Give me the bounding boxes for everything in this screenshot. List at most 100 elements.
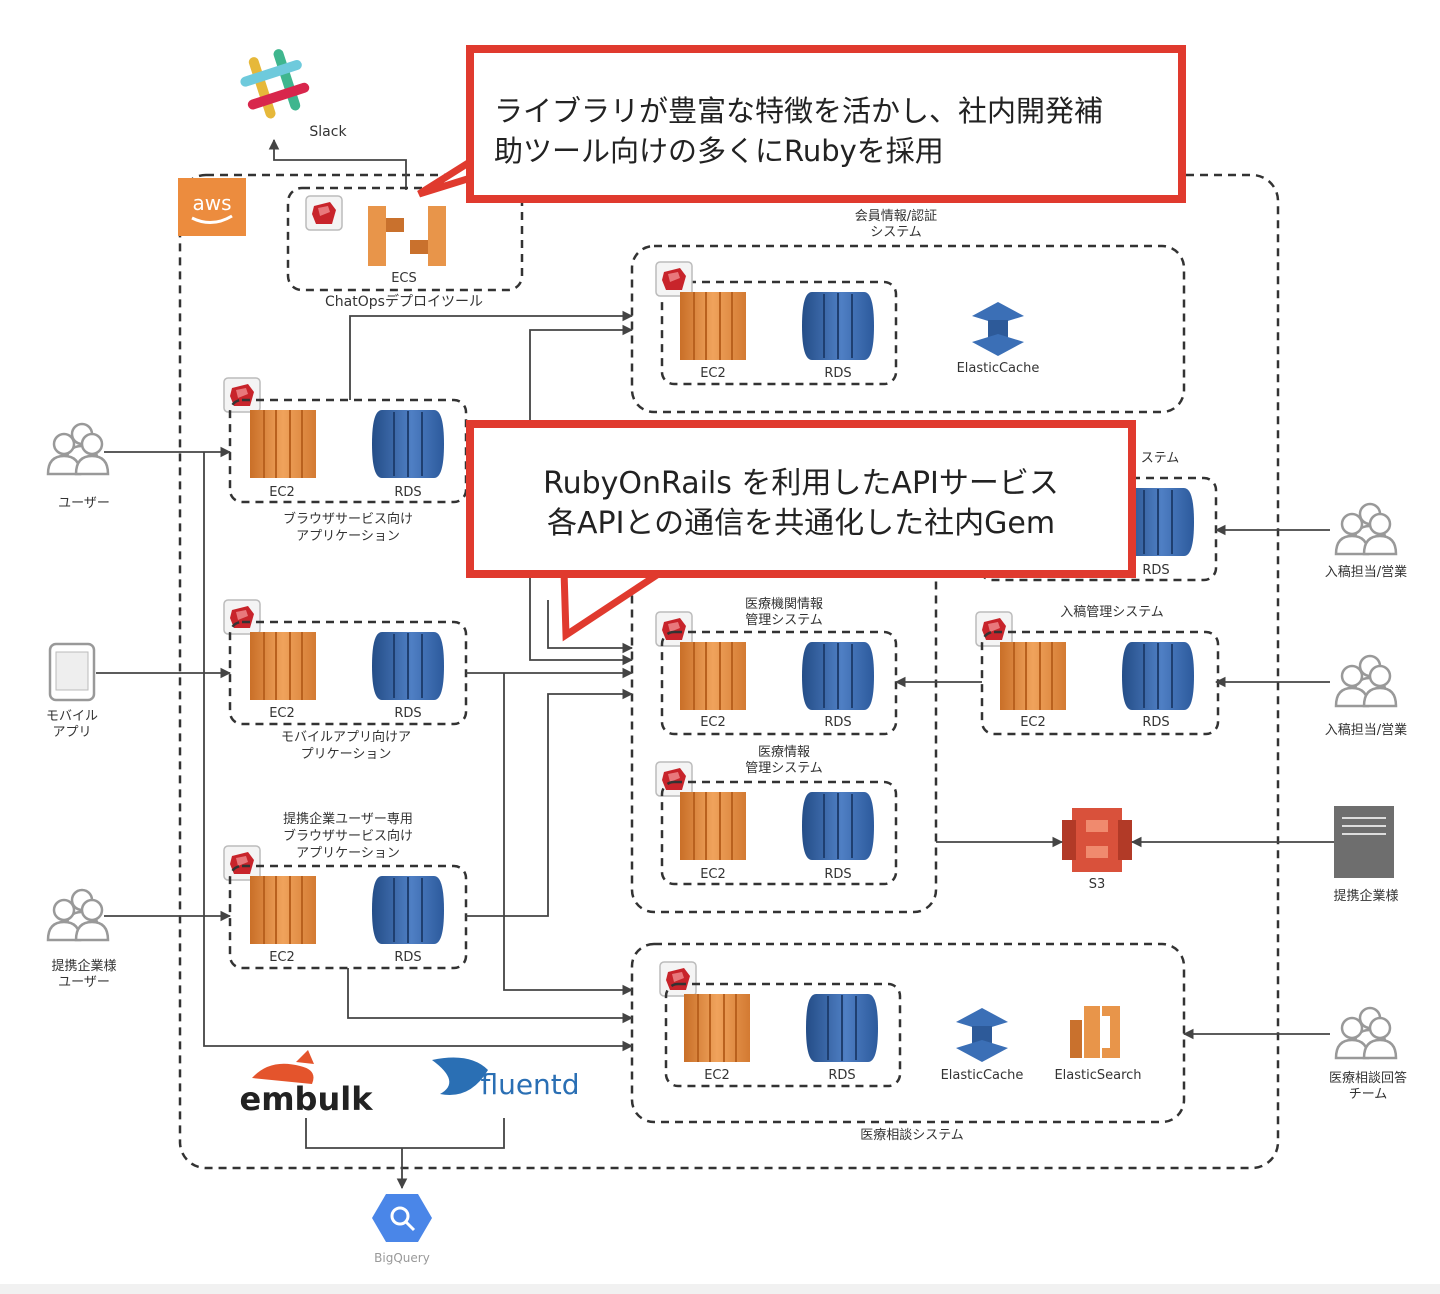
- partner-user-actor-icon: [46, 888, 110, 942]
- partner-app-label: 提携企業ユーザー専用: [283, 811, 413, 827]
- ec2-label: EC2: [1020, 715, 1046, 730]
- rds-label: RDS: [824, 867, 851, 882]
- aws-logo-icon: aws: [178, 178, 246, 236]
- elasticache-icon: [956, 1008, 1008, 1062]
- sales-actor-icon: [1334, 502, 1398, 556]
- ruby-icon: [223, 845, 261, 881]
- member-auth-label-2: システム: [870, 225, 922, 240]
- ec2-icon: [683, 993, 751, 1063]
- callout-top-tail: [417, 152, 479, 198]
- elasticsearch-label: ElasticSearch: [1054, 1068, 1141, 1083]
- elasticache-icon: [972, 302, 1024, 356]
- ruby-icon: [659, 961, 697, 997]
- ec2-label: EC2: [269, 950, 295, 965]
- ec2-icon: [249, 409, 317, 479]
- s3-label: S3: [1089, 877, 1106, 892]
- submission-label: 入稿管理システム: [1060, 604, 1164, 620]
- sales-actor-label-2: 入稿担当/営業: [1325, 722, 1407, 738]
- ec2-label: EC2: [700, 366, 726, 381]
- mobile-app-label: モバイルアプリ向けア: [281, 729, 411, 745]
- rds-label: RDS: [824, 715, 851, 730]
- rds-icon: [801, 291, 875, 361]
- user-actor-icon: [46, 422, 110, 476]
- rds-icon: [805, 993, 879, 1063]
- consult-team-label: 医療相談回答: [1329, 1070, 1407, 1086]
- ec2-label: EC2: [269, 706, 295, 721]
- rds-icon: [371, 875, 445, 945]
- medical-label: 医療情報: [758, 745, 810, 760]
- fluentd-logo-text: fluentd: [480, 1068, 579, 1101]
- server-icon: [1334, 806, 1394, 878]
- mobile-app-label-2: プリケーション: [301, 747, 392, 762]
- callout-mid-line-2: 各APIとの通信を共通化した社内Gem: [546, 506, 1056, 541]
- aws-logo-text: aws: [192, 191, 231, 215]
- slack-label: Slack: [309, 124, 347, 140]
- bigquery-icon: [372, 1194, 432, 1242]
- ec2-icon: [679, 291, 747, 361]
- partner-app-label-3: アプリケーション: [296, 846, 400, 861]
- ecs-icon: [368, 206, 446, 266]
- callout-ruby-tools: ライブラリが豊富な特徴を活かし、社内開発補 助ツール向けの多くにRubyを採用: [466, 45, 1186, 203]
- partial-system-label: ステム: [1141, 451, 1180, 466]
- fluentd-bird-icon: [432, 1057, 488, 1095]
- rds-label: RDS: [824, 366, 851, 381]
- partner-user-label: 提携企業様: [51, 958, 116, 974]
- rds-label: RDS: [394, 950, 421, 965]
- rds-label: RDS: [1142, 715, 1169, 730]
- callout-top-line-1: ライブラリが豊富な特徴を活かし、社内開発補: [494, 94, 1104, 128]
- embulk-whale-icon: [252, 1050, 314, 1084]
- hospital-label: 医療機関情報: [745, 597, 823, 612]
- callout-rails-api: RubyOnRails を利用したAPIサービス 各APIとの通信を共通化した社…: [466, 420, 1136, 578]
- callout-mid-tail: [560, 570, 662, 642]
- ec2-label: EC2: [704, 1068, 730, 1083]
- mobile-phone-icon: [48, 642, 96, 702]
- bottom-bar: [0, 1284, 1440, 1294]
- callout-mid-line-1: RubyOnRails を利用したAPIサービス: [543, 466, 1059, 501]
- mobile-actor-label-2: アプリ: [52, 725, 91, 740]
- rds-label: RDS: [1142, 563, 1169, 578]
- s3-icon: [1062, 808, 1132, 872]
- ec2-label: EC2: [269, 485, 295, 500]
- browser-app-label-2: アプリケーション: [296, 529, 400, 544]
- rds-label: RDS: [394, 485, 421, 500]
- consult-label: 医療相談システム: [860, 1127, 964, 1143]
- embulk-logo-text: embulk: [240, 1080, 374, 1118]
- mobile-actor-label: モバイル: [46, 709, 98, 724]
- rds-label: RDS: [828, 1068, 855, 1083]
- chatops-group-label: ChatOpsデプロイツール: [325, 293, 483, 310]
- ruby-icon: [305, 195, 343, 231]
- rds-icon: [371, 631, 445, 701]
- ec2-icon: [999, 641, 1067, 711]
- ruby-icon: [975, 611, 1013, 647]
- elasticsearch-icon: [1070, 1006, 1120, 1058]
- ec2-icon: [679, 791, 747, 861]
- rds-icon: [801, 791, 875, 861]
- ec2-icon: [249, 631, 317, 701]
- rds-icon: [1121, 641, 1195, 711]
- partner-user-label-2: ユーザー: [58, 975, 110, 990]
- rds-icon: [801, 641, 875, 711]
- ec2-label: EC2: [700, 867, 726, 882]
- member-auth-label: 会員情報/認証: [855, 208, 937, 224]
- slack-icon: [240, 49, 310, 119]
- partner-company-label: 提携企業様: [1333, 888, 1398, 904]
- ecs-label: ECS: [391, 271, 417, 286]
- ruby-icon: [655, 261, 693, 297]
- medical-label-2: 管理システム: [745, 761, 823, 776]
- ec2-icon: [249, 875, 317, 945]
- consult-team-label-2: チーム: [1349, 1087, 1388, 1102]
- rds-label: RDS: [394, 706, 421, 721]
- ec2-label: EC2: [700, 715, 726, 730]
- browser-app-label: ブラウザサービス向け: [283, 511, 413, 527]
- elasticache-label: ElasticCache: [957, 361, 1040, 376]
- hospital-label-2: 管理システム: [745, 613, 823, 628]
- partner-app-label-2: ブラウザサービス向け: [283, 828, 413, 844]
- rds-icon: [371, 409, 445, 479]
- callout-top-line-2: 助ツール向けの多くにRubyを採用: [494, 134, 944, 168]
- ruby-icon: [223, 599, 261, 635]
- bigquery-label: BigQuery: [374, 1251, 430, 1265]
- user-actor-label: ユーザー: [58, 496, 110, 511]
- ec2-icon: [679, 641, 747, 711]
